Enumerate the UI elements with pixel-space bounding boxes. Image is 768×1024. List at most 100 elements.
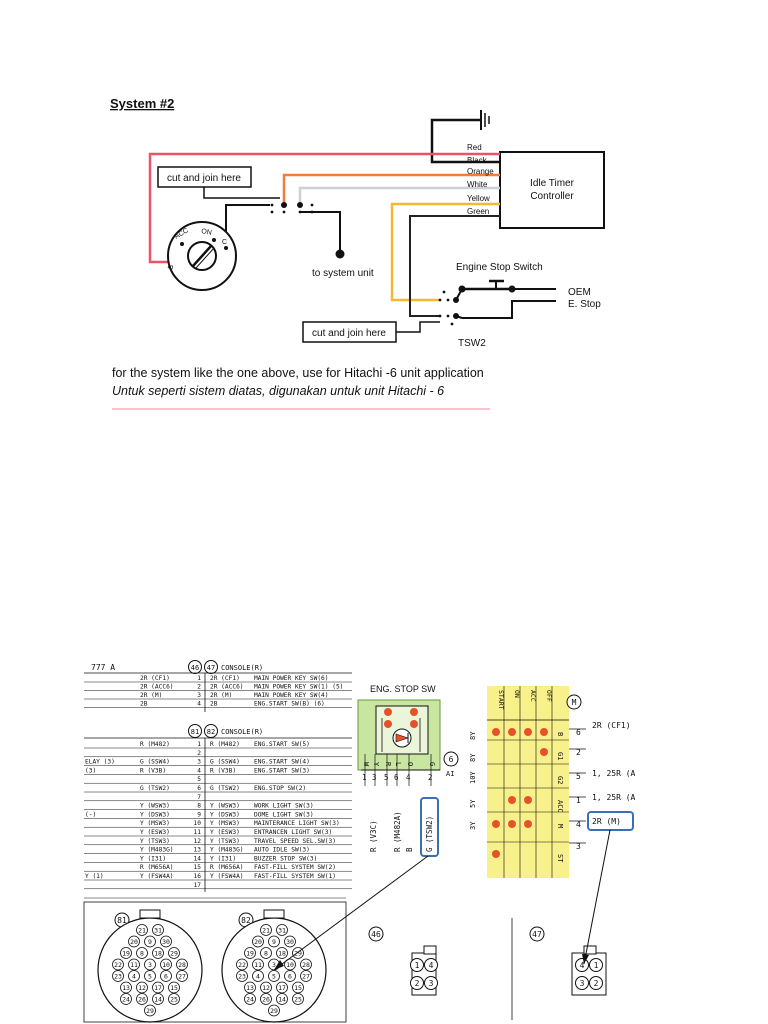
table1-desc: ENG.START SW(B) (6)	[254, 701, 325, 708]
key-switch-highlight-box	[587, 811, 634, 831]
table2-desc: ENG.START SW(5)	[254, 741, 310, 748]
controller-label-1: Idle Timer	[530, 178, 575, 189]
tsw2-wire	[455, 288, 463, 301]
connector-pin-label: 10	[286, 961, 294, 969]
key-switch-wire-label: 1, 25R (A	[592, 793, 636, 802]
lamp-icon	[392, 728, 412, 748]
connector-pin	[168, 981, 180, 994]
square-connector-pin	[410, 958, 424, 972]
table1-left: 2R (M)	[140, 692, 162, 699]
table1-pin: 1	[197, 675, 201, 682]
key-switch-left-label: 3Y	[469, 821, 477, 830]
connector-pin-label: 27	[178, 973, 186, 981]
connector-pin-label: 25	[294, 996, 302, 1004]
connector-pin	[268, 1004, 280, 1017]
connector-pin-label: 20	[254, 938, 262, 946]
table1-desc: MAIN POWER KEY SW(4)	[254, 692, 329, 699]
key-switch-wire-label: 2R (CF1)	[592, 721, 631, 730]
connector-pin	[120, 981, 132, 994]
eng-stop-wire-label: R (M482A)	[393, 811, 402, 852]
connector-pin-label: 29	[270, 1007, 278, 1015]
table2-left: Y (ESW3)	[140, 829, 170, 836]
key-switch-pin: 5	[576, 772, 581, 781]
connector-pin-label: 31	[154, 927, 162, 935]
wire-label-green: Green	[467, 207, 489, 216]
connector-pin	[268, 935, 280, 948]
key-switch-contact-dot	[492, 820, 500, 828]
connector-pin-label: 4	[132, 973, 136, 981]
connector-pin-label: 23	[114, 973, 122, 981]
square-connector-pin	[589, 976, 603, 990]
connector-pin	[112, 958, 124, 971]
key-switch-contact-dot	[524, 820, 532, 828]
key-switch-contact-dot	[492, 850, 500, 858]
square-connector-pin-label: 1	[415, 961, 420, 970]
connector-pin	[136, 981, 148, 994]
connector-pin	[136, 924, 148, 936]
table2-pin: 15	[194, 864, 202, 871]
table2-desc: WORK LIGHT SW(3)	[254, 803, 314, 810]
connector-pin-label: 21	[138, 927, 146, 935]
table1-pin: 4	[197, 701, 201, 708]
table2-desc: ENG.START SW(4)	[254, 759, 310, 766]
key-switch-row-label: G1	[556, 752, 564, 760]
connector-pin-label: 28	[178, 961, 186, 969]
table2-pin: 9	[197, 811, 201, 818]
wire-label-black: Black	[467, 156, 488, 165]
green-wire	[409, 215, 500, 317]
key-switch-col-label: ACC	[529, 690, 537, 702]
connector-pin	[152, 924, 164, 936]
system-unit-terminal	[335, 249, 345, 259]
table2-left: G (TSW2)	[140, 785, 170, 792]
wire-label-yellow: Yellow	[467, 194, 490, 203]
svg-text:47: 47	[207, 664, 215, 672]
key-pos-on: ON	[201, 228, 213, 237]
connector-pin	[152, 981, 164, 994]
table2-left: R (M482)	[140, 741, 170, 748]
eng-stop-title: ENG. STOP SW	[370, 684, 436, 694]
connector-pin	[260, 947, 272, 959]
table1-wire: 2R (ACC6)	[210, 684, 244, 691]
table2-prefix: (3)	[85, 767, 96, 774]
table2-pin: 13	[194, 847, 202, 854]
connector-pin-label: 5	[148, 973, 152, 981]
table2-wire: Y (TSW3)	[210, 838, 240, 845]
yellow-wire	[390, 202, 500, 302]
connector-key	[139, 909, 161, 919]
eng-stop-pin-letter: G	[428, 762, 436, 766]
connector-pin	[144, 935, 156, 948]
table2-pin: 2	[197, 750, 201, 757]
key-switch-contact-dot	[508, 820, 516, 828]
eng-stop-pin-letter: O	[406, 762, 414, 766]
connector-pin-label: 29	[146, 1007, 154, 1015]
key-to-connector-wire	[225, 204, 270, 238]
eng-stop-pin-number: 2	[428, 773, 433, 782]
key-switch-wire-label: 1, 25R (A	[592, 769, 636, 778]
key-switch-pin: 2	[576, 748, 581, 757]
table2-pin: 8	[197, 803, 201, 810]
system-unit-wire	[300, 211, 341, 252]
connector-pin	[160, 970, 172, 982]
table2-left: Y (I31)	[140, 855, 166, 862]
connector-pin	[300, 970, 312, 982]
key-switch-row-label: ST	[556, 854, 564, 863]
connector-pin-label: 15	[294, 984, 302, 992]
table1-pin: 3	[197, 692, 201, 699]
table1-pin: 2	[197, 684, 201, 691]
square-connector-pin-label: 3	[580, 979, 585, 988]
connector-pin-label: 4	[256, 973, 260, 981]
cut-join-leader-1	[203, 187, 280, 199]
connector-pin-label: 6	[164, 973, 168, 981]
connector-pin-label: 3	[148, 961, 152, 969]
table2-badge-81	[188, 724, 202, 738]
cut-join-label-2: cut and join here	[312, 328, 386, 339]
connector-pin-label: 3	[272, 961, 276, 969]
connector-pin-label: 27	[302, 973, 310, 981]
connector-pin-label: 8	[264, 950, 268, 958]
square-connector-pin	[424, 958, 438, 972]
table2-left: R (M656A)	[140, 864, 174, 871]
oem-label-2: E. Stop	[568, 299, 601, 310]
table2-prefix: ELAY (3)	[85, 759, 115, 766]
table1-header-mark: 777 A	[91, 663, 115, 672]
